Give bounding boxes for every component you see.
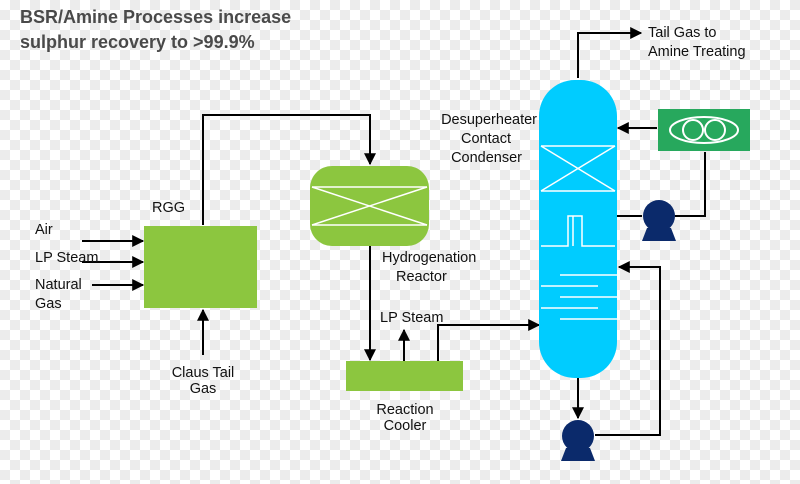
cooler-to-column-line	[437, 319, 541, 361]
title-line-1: BSR/Amine Processes increase	[20, 7, 291, 27]
rgg-to-reactor-line	[202, 114, 376, 225]
rgg-unit	[144, 226, 257, 308]
rgg-label: RGG	[152, 200, 185, 216]
reaction-cooler-label-2: Cooler	[384, 418, 427, 434]
natural-gas-label-2: Gas	[35, 296, 62, 312]
air-label: Air	[35, 222, 53, 238]
quench-water-cooler	[658, 109, 750, 151]
title-line-2: sulphur recovery to >99.9%	[20, 32, 255, 52]
tail-gas-label-2: Amine Treating	[648, 44, 746, 60]
pump-to-exchanger-line	[675, 152, 706, 217]
hydrogenation-label-2: Reactor	[396, 269, 447, 285]
hydrogenation-reactor	[310, 166, 429, 246]
claus-tail-gas-label-2: Gas	[190, 381, 217, 397]
contact-condenser-column	[539, 80, 617, 378]
circulation-pump	[642, 200, 676, 241]
lp-steam-inlet-label: LP Steam	[35, 250, 98, 266]
claus-tail-gas-label-1: Claus Tail	[172, 365, 235, 381]
tail-gas-label-1: Tail Gas to	[648, 25, 717, 41]
natural-gas-label-1: Natural	[35, 277, 82, 293]
bottom-pump-return-line	[595, 261, 661, 436]
lp-steam-outlet-label: LP Steam	[380, 310, 443, 326]
bottoms-pump	[561, 420, 595, 461]
hydrogenation-label-1: Hydrogenation	[382, 250, 476, 266]
desuperheater-label: Desuperheater	[441, 112, 537, 128]
condenser-label: Condenser	[451, 150, 522, 166]
tail-gas-outlet-line	[577, 27, 643, 78]
reaction-cooler-label-1: Reaction	[376, 402, 433, 418]
reaction-cooler	[346, 361, 463, 391]
contact-label: Contact	[461, 131, 511, 147]
